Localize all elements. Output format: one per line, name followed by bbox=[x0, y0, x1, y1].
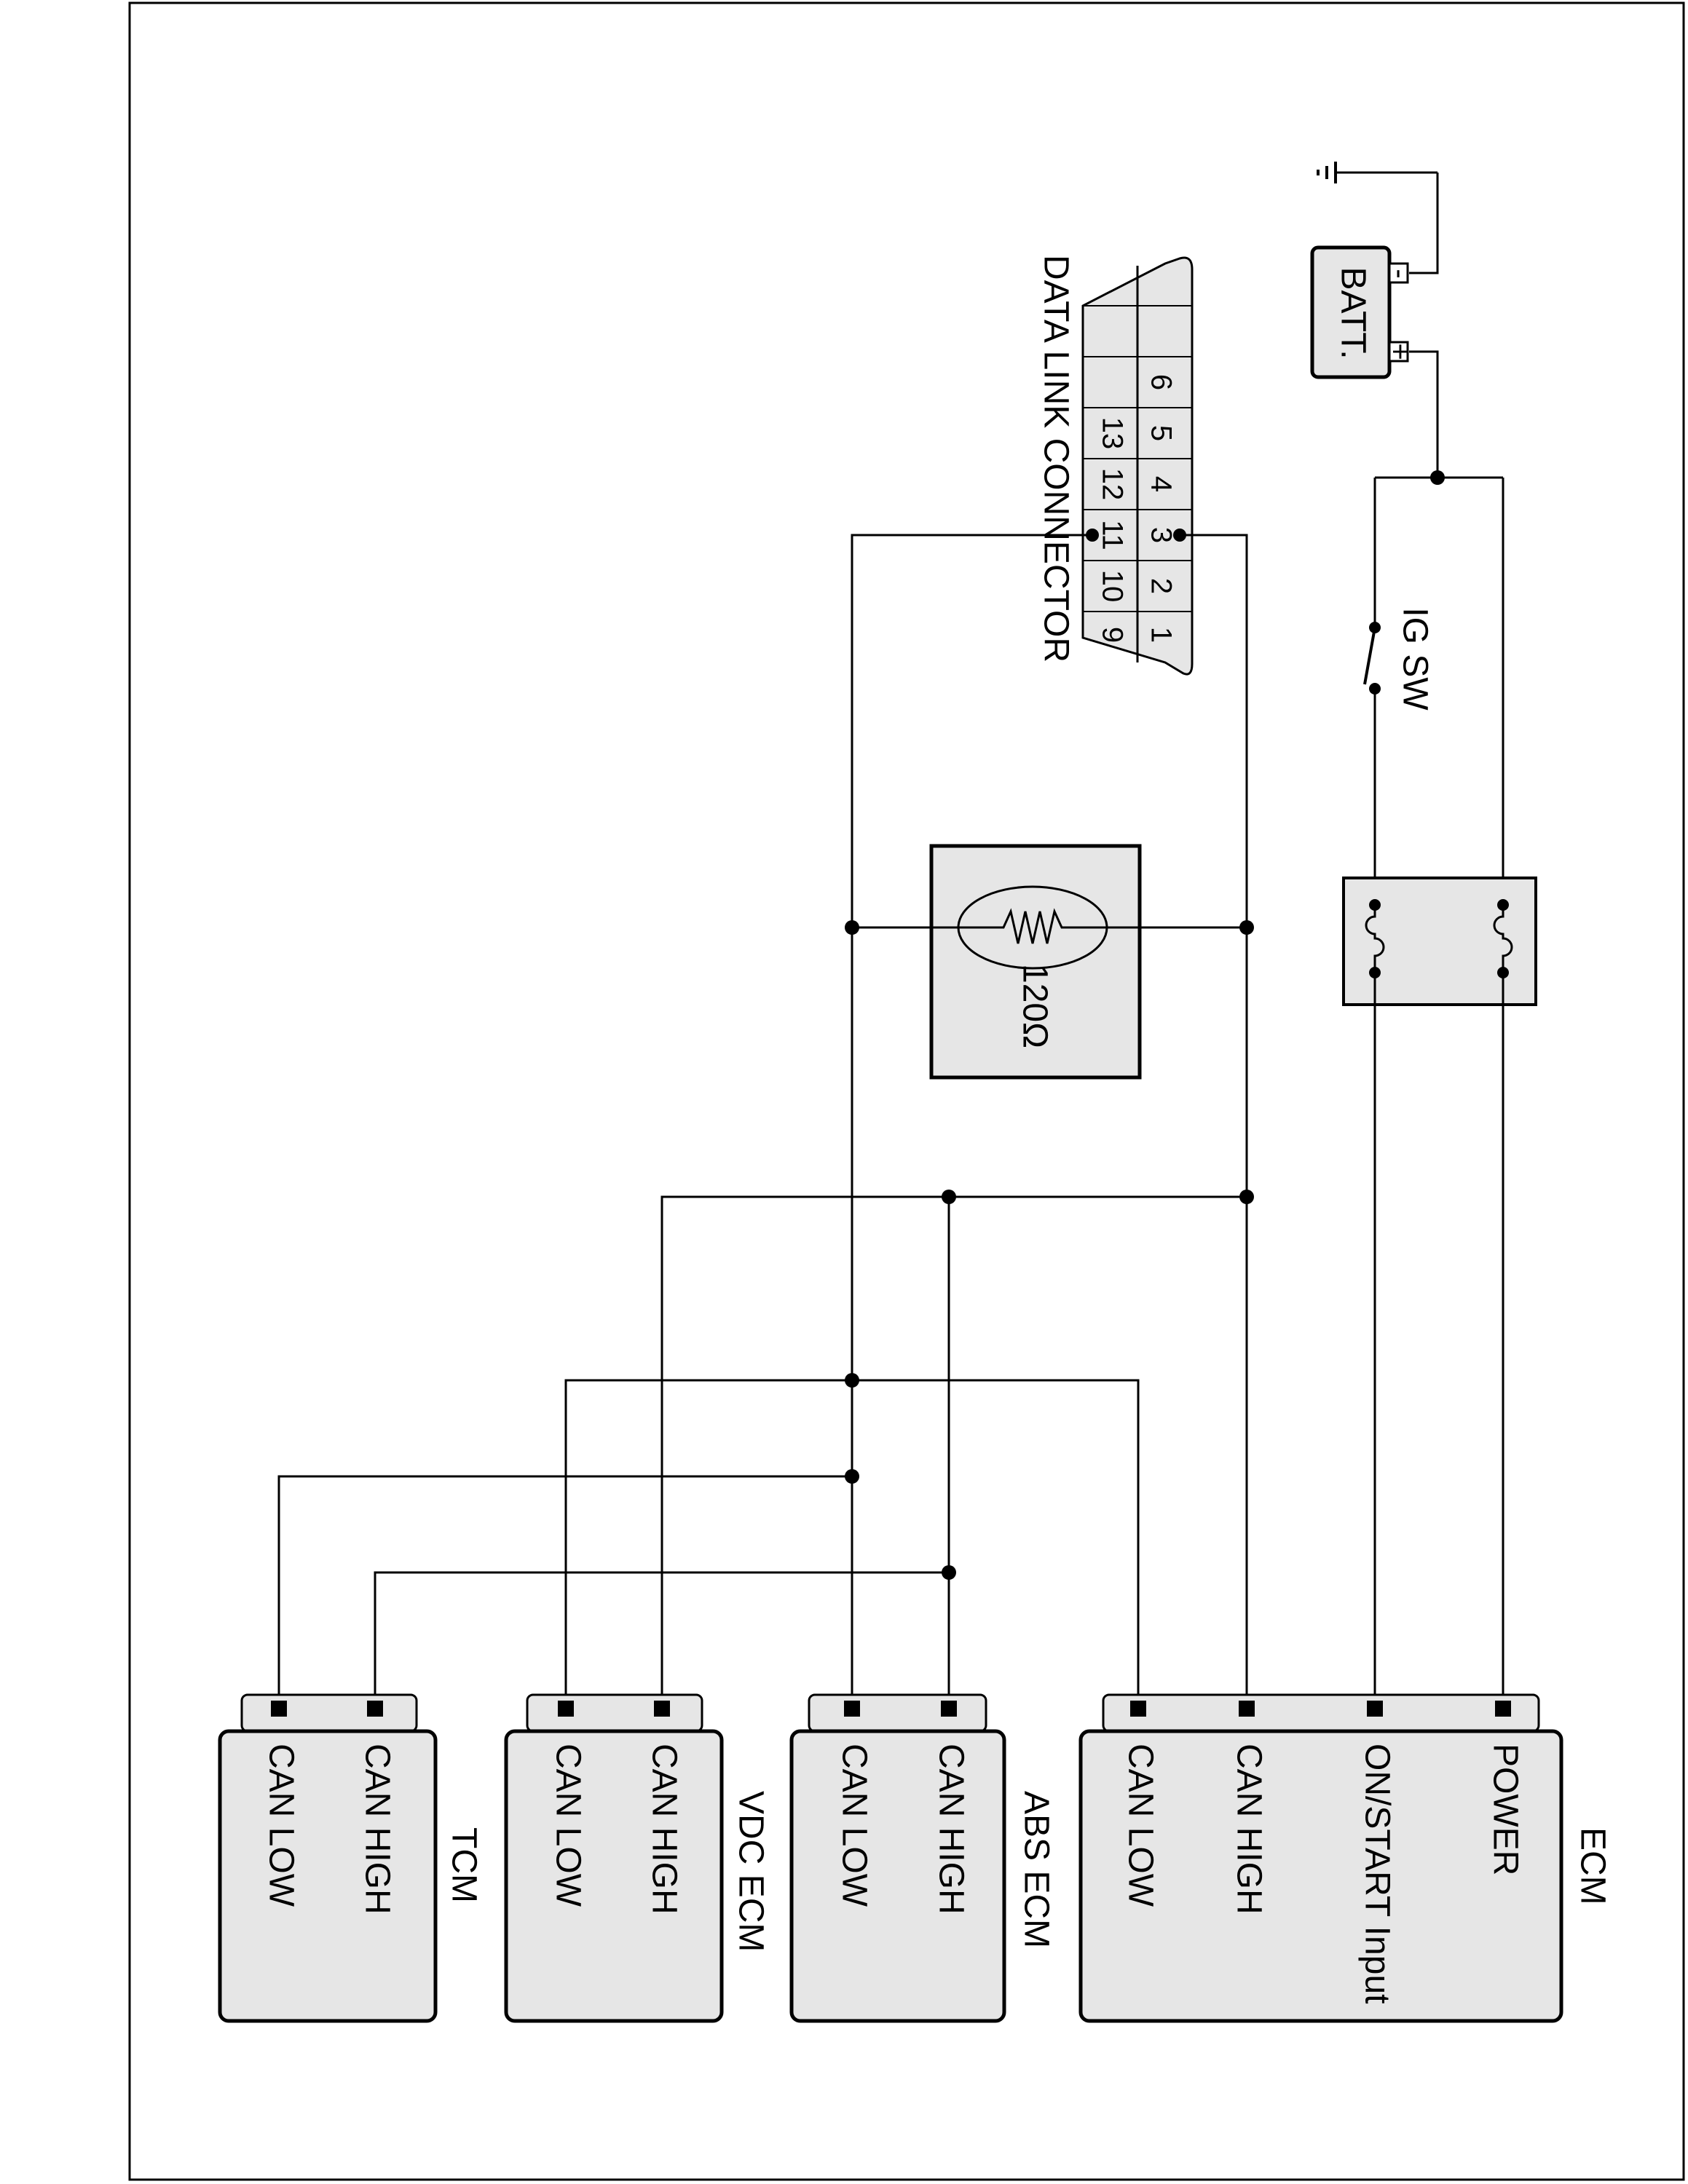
ecm-pin-label-can-high: CAN HIGH bbox=[1229, 1744, 1268, 1915]
vdc-ecm-title: VDC ECM bbox=[731, 1791, 770, 1952]
wire-can-high-branch bbox=[660, 1195, 1247, 1709]
wire-battery-positive bbox=[1409, 350, 1439, 478]
dlc-pin-10: 10 bbox=[1096, 570, 1128, 603]
dlc-pin-12: 12 bbox=[1096, 468, 1128, 501]
vdc-pin-can-high bbox=[654, 1701, 670, 1717]
dlc-pin-5: 5 bbox=[1145, 425, 1177, 441]
vdc-pin-label-can-high: CAN HIGH bbox=[644, 1744, 683, 1915]
battery-positive-sign: + bbox=[1384, 343, 1416, 360]
abs-pin-can-low bbox=[844, 1701, 860, 1717]
ig-sw-blade bbox=[1363, 627, 1376, 685]
dlc-pin-6: 6 bbox=[1145, 374, 1177, 390]
resistor-icon bbox=[958, 908, 1107, 944]
ecm-pin-can-low bbox=[1130, 1701, 1146, 1717]
fuse-ig-icon bbox=[1365, 905, 1385, 973]
junction-battery bbox=[1430, 470, 1445, 485]
battery-positive-terminal bbox=[1388, 341, 1409, 363]
ecm-pin-can-high bbox=[1239, 1701, 1255, 1717]
wire-can-low-dlc bbox=[851, 534, 1092, 1709]
ecm-pin-label-power: POWER bbox=[1486, 1744, 1524, 1875]
dlc-pin-1: 1 bbox=[1145, 627, 1177, 643]
dlc-pin-11: 11 bbox=[1096, 520, 1128, 550]
battery-negative-sign: - bbox=[1384, 269, 1416, 278]
dlc-pin-13: 13 bbox=[1096, 417, 1128, 450]
ig-sw-label: IG SW bbox=[1395, 607, 1434, 711]
vdc-pin-label-can-low: CAN LOW bbox=[548, 1744, 587, 1907]
battery-label: BATT. bbox=[1333, 266, 1372, 359]
dlc-pin-4: 4 bbox=[1145, 476, 1177, 492]
abs-pin-label-can-low: CAN LOW bbox=[835, 1744, 873, 1907]
wire-ground-to-battery bbox=[1409, 173, 1439, 274]
abs-pin-label-can-high: CAN HIGH bbox=[931, 1744, 970, 1915]
wire-can-high-dlc bbox=[1180, 534, 1248, 1709]
tcm-pin-label-can-high: CAN HIGH bbox=[358, 1744, 396, 1915]
abs-ecm-module: CAN HIGH CAN LOW bbox=[789, 1693, 1006, 2023]
tcm-module: CAN HIGH CAN LOW bbox=[218, 1693, 438, 2023]
wire-can-low-vdc bbox=[564, 1379, 852, 1709]
resistor-label: 120Ω bbox=[1015, 964, 1054, 1048]
wire-can-high-tcm bbox=[374, 1571, 949, 1709]
dlc-label: DATA LINK CONNECTOR bbox=[1036, 255, 1075, 662]
page-frame bbox=[128, 1, 1685, 2181]
wire-can-low-ecm bbox=[852, 1379, 1140, 1709]
dlc-pin-9: 9 bbox=[1096, 627, 1128, 643]
termination-resistor: 120Ω bbox=[852, 844, 1247, 1080]
abs-pin-can-high bbox=[941, 1701, 957, 1717]
vdc-pin-can-low bbox=[558, 1701, 574, 1717]
fuse-box bbox=[1342, 877, 1537, 1006]
tcm-title: TCM bbox=[444, 1827, 483, 1903]
wire-can-low-tcm bbox=[277, 1475, 852, 1709]
ecm-pin-label-can-low: CAN LOW bbox=[1121, 1744, 1159, 1907]
ground-symbol bbox=[1317, 162, 1437, 183]
ecm-pin-label-on-start: ON/START Input bbox=[1357, 1744, 1396, 2003]
dlc-pin-3: 3 bbox=[1145, 527, 1177, 543]
battery: - + BATT. bbox=[1310, 245, 1416, 379]
tcm-pin-label-can-low: CAN LOW bbox=[261, 1744, 300, 1907]
tcm-pin-can-low bbox=[271, 1701, 287, 1717]
battery-negative-terminal bbox=[1388, 262, 1409, 284]
ecm-pin-power bbox=[1495, 1701, 1511, 1717]
abs-ecm-title: ABS ECM bbox=[1017, 1791, 1055, 1948]
vdc-ecm-module: CAN HIGH CAN LOW bbox=[504, 1693, 724, 2023]
dlc-pin-2: 2 bbox=[1145, 578, 1177, 594]
tcm-pin-can-high bbox=[367, 1701, 383, 1717]
fuse-power-icon bbox=[1493, 905, 1513, 973]
data-link-connector: 6 5 4 3 2 1 13 12 11 10 9 bbox=[1081, 256, 1194, 676]
ecm-pin-on-start bbox=[1367, 1701, 1383, 1717]
ecm-title: ECM bbox=[1573, 1827, 1612, 1905]
ecm-module: POWER ON/START Input CAN HIGH CAN LOW bbox=[1078, 1693, 1563, 2023]
